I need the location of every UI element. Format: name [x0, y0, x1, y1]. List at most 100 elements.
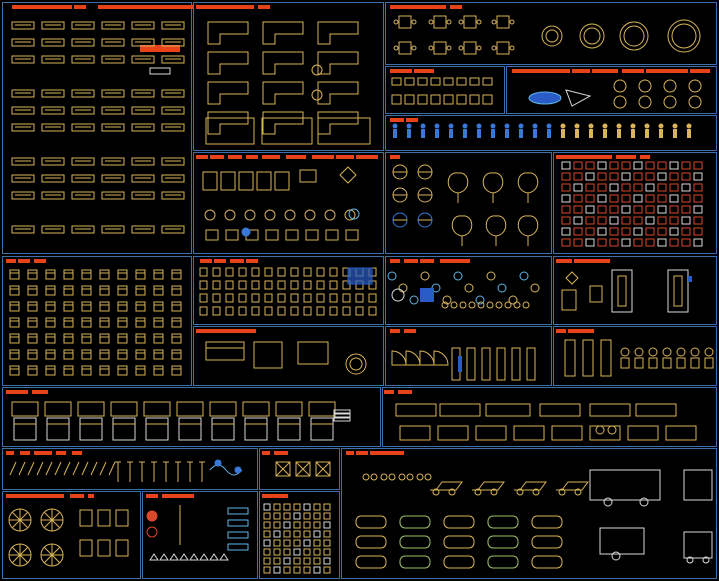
tool-line: [18, 461, 26, 476]
shrub: [475, 295, 485, 305]
bed-plan: [551, 425, 583, 441]
door-elevation: [466, 347, 476, 381]
wheel: [474, 488, 482, 496]
panel-people[interactable]: [385, 115, 717, 151]
panel-beds-2[interactable]: [2, 387, 381, 447]
panel-dining-tables[interactable]: [385, 2, 717, 65]
chair: [9, 285, 20, 296]
panel-vehicles[interactable]: [341, 448, 717, 579]
panel-garden[interactable]: [142, 491, 258, 579]
panel-trees[interactable]: [385, 152, 552, 254]
panel-chairs-tables[interactable]: [193, 256, 384, 325]
object-block: [313, 512, 321, 520]
urinal-panel: [564, 339, 576, 377]
panel-sofas[interactable]: [2, 2, 192, 254]
chair: [238, 293, 247, 303]
panel-bathroom[interactable]: [553, 256, 717, 325]
panel-electrical-objects[interactable]: [259, 491, 340, 579]
stool: [304, 209, 316, 221]
small-table: [482, 94, 493, 105]
chair: [99, 333, 110, 344]
panel-doors[interactable]: [385, 326, 552, 386]
panel-kitchen-bath[interactable]: [553, 152, 717, 254]
kitchen-bath-fixture: [561, 172, 571, 181]
panel-header-tag: [146, 494, 158, 498]
person-head: [420, 123, 426, 129]
door-swing: [405, 350, 421, 366]
bed: [308, 401, 336, 417]
panel-tables-small[interactable]: [385, 66, 505, 114]
garden-fixture: [146, 510, 158, 522]
dining-table: [463, 15, 477, 29]
kitchen-bath-fixture: [621, 238, 631, 247]
door-elevation: [481, 347, 491, 381]
bed: [209, 401, 237, 417]
person-head: [504, 123, 510, 129]
panel-header-tag: [390, 329, 400, 333]
living-room-set: [261, 117, 313, 145]
kitchen-bath-fixture: [693, 205, 703, 214]
kitchen-bath-fixture: [693, 161, 703, 170]
kitchen-bath-fixture: [681, 172, 691, 181]
sofa-block: [41, 157, 65, 166]
kitchen-bath-fixture: [645, 205, 655, 214]
panel-beds-1[interactable]: [193, 326, 384, 386]
person-body: [393, 129, 397, 138]
panel-tables-round[interactable]: [506, 66, 717, 114]
car-side: [430, 481, 463, 491]
panel-beds-3[interactable]: [382, 387, 717, 447]
stool: [324, 209, 336, 221]
chair: [303, 306, 312, 316]
shrub: [398, 283, 408, 293]
round-table: [613, 95, 627, 109]
panel-shrubs[interactable]: [385, 256, 552, 325]
object-block: [283, 512, 291, 520]
garden-ornament: [159, 553, 169, 561]
panel-umbrellas[interactable]: [2, 491, 141, 579]
chair: [63, 285, 74, 296]
dining-table: [433, 15, 447, 29]
person-body: [673, 129, 677, 138]
panel-sectionals[interactable]: [193, 2, 384, 151]
panel-misc-furniture[interactable]: [193, 152, 384, 254]
bed-plan: [437, 425, 469, 441]
sofa-block: [11, 21, 35, 30]
sofa-block: [11, 174, 35, 183]
panel-header-tag: [616, 155, 636, 159]
panel-header-tag: [592, 69, 618, 73]
chair: [135, 349, 146, 360]
kitchen-bath-fixture: [681, 161, 691, 170]
sofa-block: [161, 123, 185, 132]
bed-double: [253, 341, 283, 369]
kitchen-bath-fixture: [657, 238, 667, 247]
bed-plan: [399, 425, 431, 441]
blanket: [333, 409, 351, 414]
car-plan: [487, 555, 519, 569]
panel-header-tag: [690, 69, 710, 73]
rv-motorhome: [589, 469, 661, 501]
person-body: [645, 129, 649, 138]
small-table: [469, 77, 480, 86]
panel-chairs[interactable]: [2, 256, 192, 386]
crate: [315, 461, 331, 477]
umbrella-rib: [43, 511, 61, 529]
small-shrub: [450, 301, 458, 309]
kitchen-bath-fixture: [681, 216, 691, 225]
panel-toilets[interactable]: [553, 326, 717, 386]
chair: [199, 306, 208, 316]
chair: [171, 349, 182, 360]
person-head: [546, 123, 552, 129]
object-block: [293, 503, 301, 511]
tub-inner: [673, 275, 683, 307]
panel-tools[interactable]: [2, 448, 258, 490]
small-table: [482, 77, 493, 86]
chair: [199, 293, 208, 303]
chair: [277, 280, 286, 290]
sofa-block: [41, 174, 65, 183]
toilet-bowl: [704, 347, 714, 357]
object-block: [263, 548, 271, 556]
panel-crates[interactable]: [259, 448, 340, 490]
chair: [153, 349, 164, 360]
truck: [683, 469, 713, 501]
small-shrub: [486, 301, 494, 309]
